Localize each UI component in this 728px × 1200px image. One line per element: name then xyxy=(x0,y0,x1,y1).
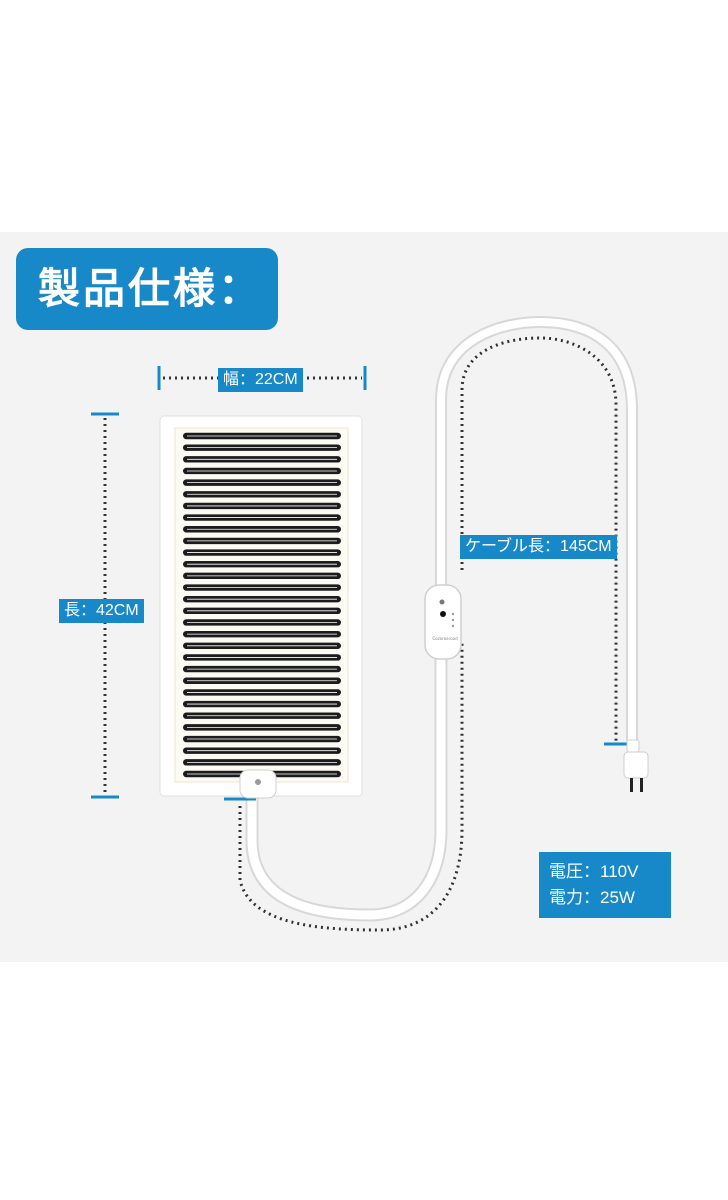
product-background-panel xyxy=(0,232,728,962)
voltage-spec: 電圧：110V xyxy=(549,862,639,881)
power-plug-icon xyxy=(623,739,649,792)
page-title: 製品仕様： xyxy=(38,264,264,313)
spec-box: 電圧：110V 電力：25W xyxy=(539,852,671,918)
page-title-badge: 製品仕様： xyxy=(16,248,278,330)
width-dimension-line xyxy=(157,366,367,390)
power-spec: 電力：25W xyxy=(549,888,635,907)
heating-stripes xyxy=(183,432,341,778)
controller-brand-text: Cozorearoad xyxy=(432,636,458,641)
width-label: 幅：22CM xyxy=(218,368,303,392)
heat-mat xyxy=(159,415,363,797)
cable xyxy=(245,315,638,922)
mat-connector xyxy=(239,769,277,799)
cable-length-label: ケーブル長：145CM xyxy=(460,535,617,559)
length-label: 長：42CM xyxy=(59,599,144,623)
inline-controller: Cozorearoad xyxy=(424,584,462,660)
